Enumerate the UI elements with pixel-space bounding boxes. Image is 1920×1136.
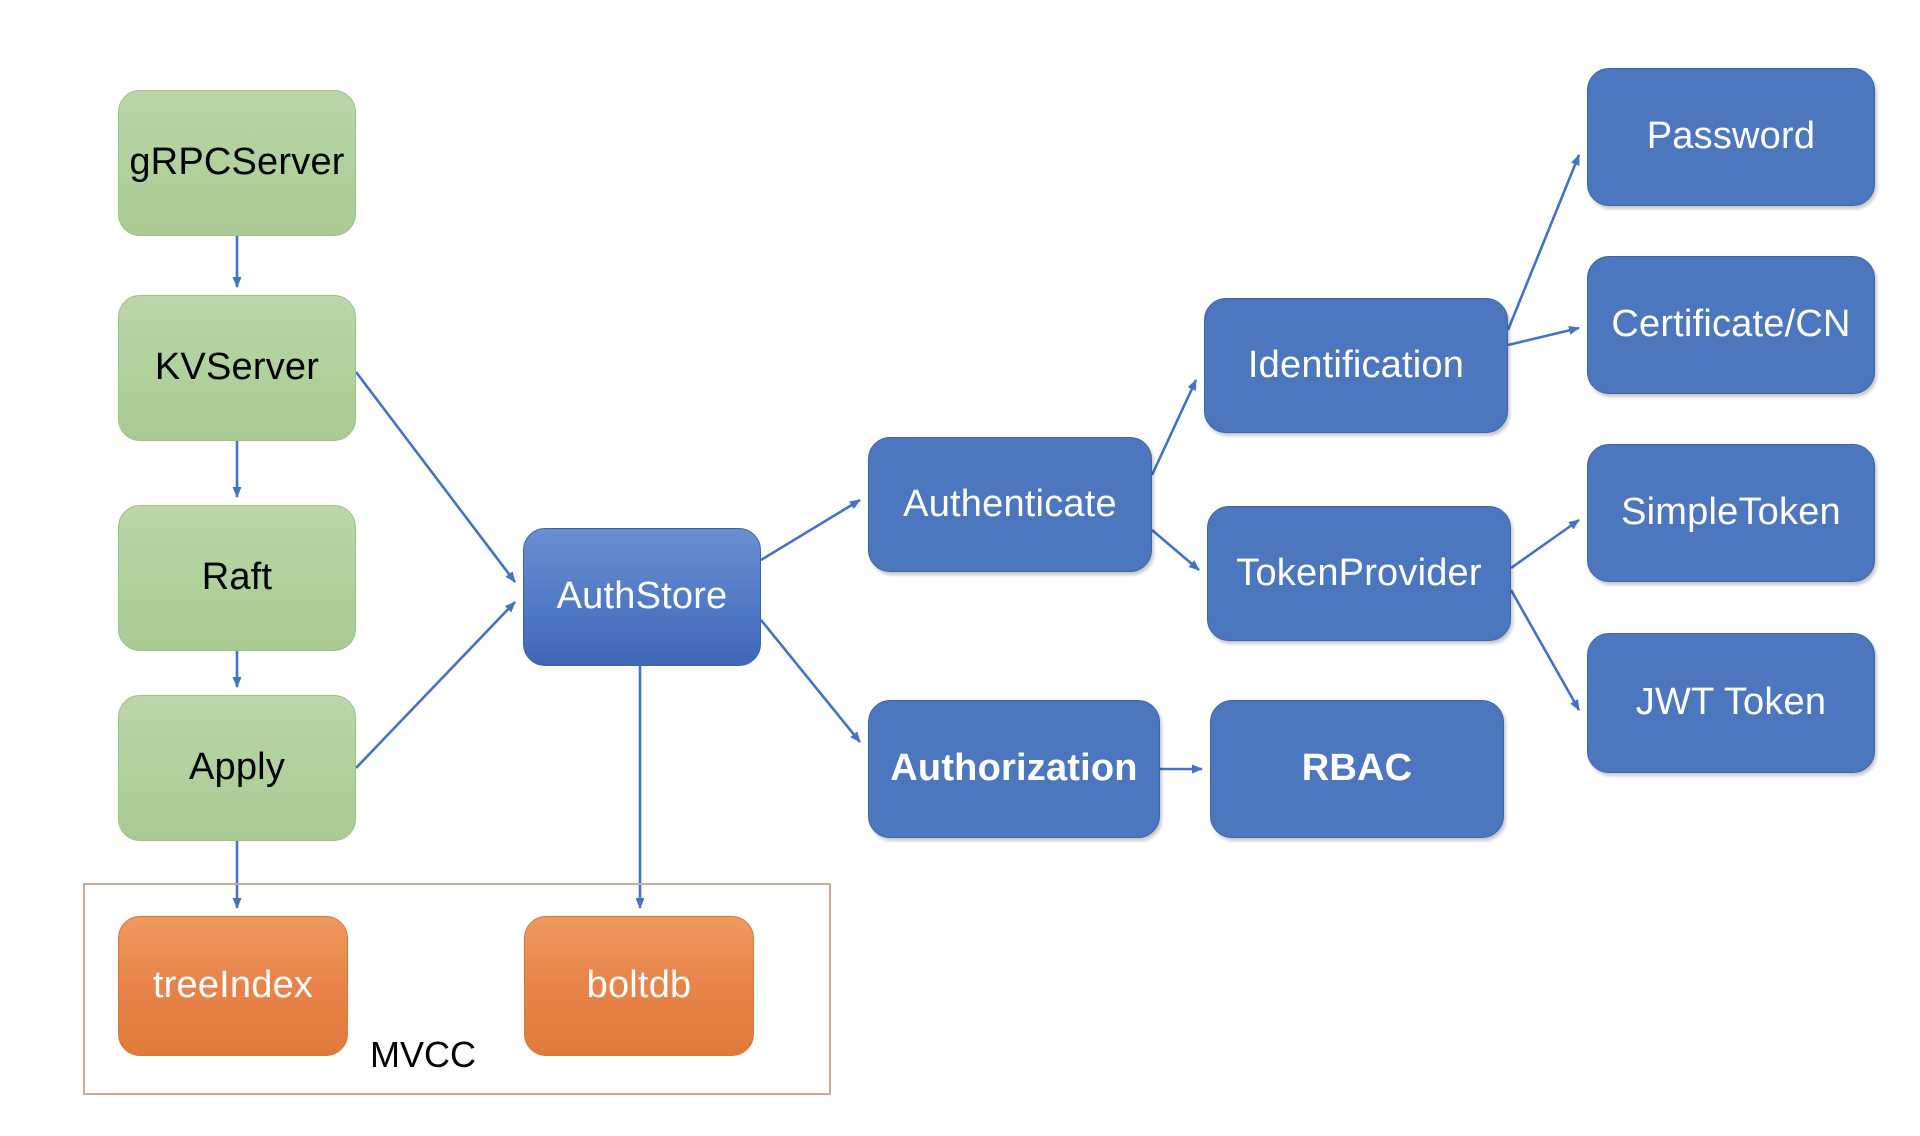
edge-authstore-authorization bbox=[759, 619, 862, 743]
node-label-grpcserver: gRPCServer bbox=[129, 141, 345, 184]
group-label-mvcc: MVCC bbox=[370, 1034, 476, 1075]
node-label-raft: Raft bbox=[201, 556, 273, 599]
node-certificatecn[interactable]: Certificate/CN bbox=[1587, 256, 1875, 394]
node-label-treeindex: treeIndex bbox=[152, 964, 314, 1007]
node-grpcserver[interactable]: gRPCServer bbox=[118, 90, 356, 236]
node-label-rbac: RBAC bbox=[1301, 747, 1413, 790]
node-label-simpletoken: SimpleToken bbox=[1621, 491, 1841, 534]
node-authenticate[interactable]: Authenticate bbox=[868, 437, 1152, 572]
node-raft[interactable]: Raft bbox=[118, 505, 356, 651]
edge-apply-authstore bbox=[355, 601, 516, 769]
node-label-jwttoken: JWT Token bbox=[1635, 681, 1827, 724]
node-rbac[interactable]: RBAC bbox=[1210, 700, 1504, 838]
edge-tokenprovider-simpletoken bbox=[1510, 518, 1580, 570]
node-label-authenticate: Authenticate bbox=[903, 482, 1117, 525]
node-kvserver[interactable]: KVServer bbox=[118, 295, 356, 441]
node-simpletoken[interactable]: SimpleToken bbox=[1587, 444, 1875, 582]
node-label-identification: Identification bbox=[1247, 343, 1465, 386]
node-authstore[interactable]: AuthStore bbox=[523, 528, 761, 666]
node-label-certificatecn: Certificate/CN bbox=[1611, 303, 1851, 346]
node-apply[interactable]: Apply bbox=[118, 695, 356, 841]
node-tokenprovider[interactable]: TokenProvider bbox=[1207, 506, 1511, 641]
group-box-mvcc bbox=[83, 883, 831, 1095]
node-authorization[interactable]: Authorization bbox=[868, 700, 1160, 838]
edge-authenticate-tokenprovider bbox=[1151, 529, 1200, 571]
node-label-authstore: AuthStore bbox=[556, 575, 728, 618]
node-label-authorization: Authorization bbox=[890, 747, 1138, 790]
edge-authstore-authenticate bbox=[760, 498, 861, 562]
node-label-boltdb: boltdb bbox=[586, 964, 692, 1007]
edge-identification-certificatecn bbox=[1507, 325, 1580, 347]
node-password[interactable]: Password bbox=[1587, 68, 1875, 206]
edge-authenticate-identification bbox=[1150, 379, 1198, 476]
edge-tokenprovider-jwttoken bbox=[1509, 589, 1581, 711]
node-boltdb[interactable]: boltdb bbox=[524, 916, 754, 1056]
node-identification[interactable]: Identification bbox=[1204, 298, 1508, 433]
edge-kvserver-authstore bbox=[354, 371, 517, 583]
node-jwttoken[interactable]: JWT Token bbox=[1587, 633, 1875, 773]
node-treeindex[interactable]: treeIndex bbox=[118, 916, 348, 1056]
node-label-tokenprovider: TokenProvider bbox=[1236, 551, 1482, 594]
node-label-kvserver: KVServer bbox=[154, 346, 320, 389]
node-label-password: Password bbox=[1646, 115, 1816, 158]
node-label-apply: Apply bbox=[188, 746, 286, 789]
edge-identification-password bbox=[1506, 154, 1581, 331]
